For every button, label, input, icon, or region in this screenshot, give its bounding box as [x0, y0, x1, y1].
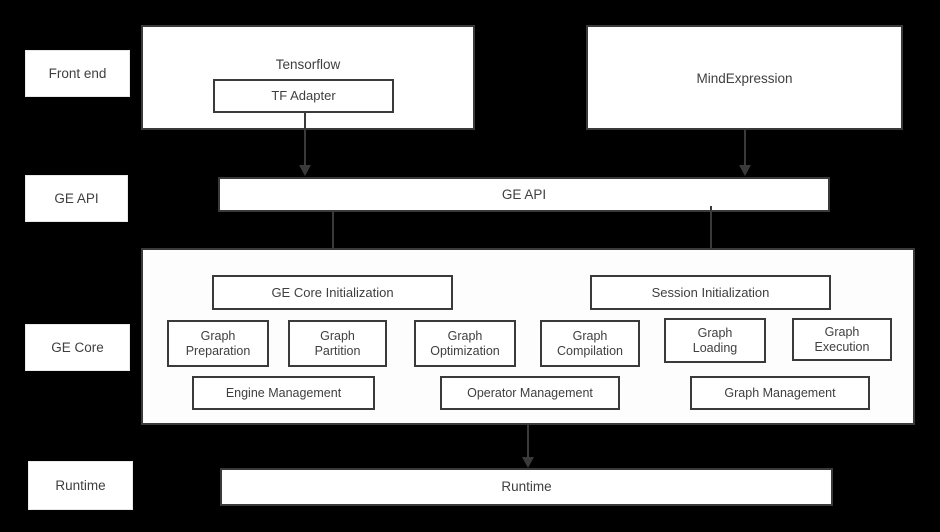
- session-initialization-box: Session Initialization: [590, 275, 831, 310]
- engine-management-box: Engine Management: [192, 376, 375, 410]
- graph-loading-label: Graph Loading: [692, 325, 738, 355]
- mindexpression-container: MindExpression: [586, 25, 903, 130]
- engine-management-label: Engine Management: [225, 385, 342, 400]
- tensorflow-label: Tensorflow: [275, 57, 341, 72]
- stage-label-ge-core: GE Core: [25, 324, 130, 371]
- stage-label-runtime: Runtime: [28, 461, 133, 510]
- ge-core-initialization-label: GE Core Initialization: [271, 284, 394, 300]
- session-initialization-label: Session Initialization: [651, 284, 770, 300]
- graph-optimization-box: Graph Optimization: [414, 320, 516, 367]
- stage-label-front-end-text: Front end: [48, 65, 107, 81]
- ge-api-bar: GE API: [218, 177, 830, 212]
- mindexpression-label: MindExpression: [696, 71, 793, 86]
- stage-label-ge-core-text: GE Core: [51, 339, 104, 355]
- graph-preparation-label: Graph Preparation: [185, 328, 251, 358]
- tf-adapter-box: TF Adapter: [213, 79, 394, 113]
- graph-partition-box: Graph Partition: [288, 320, 387, 367]
- tensorflow-container: Tensorflow: [141, 25, 475, 130]
- graph-management-label: Graph Management: [724, 385, 836, 400]
- graph-execution-label: Graph Execution: [814, 324, 870, 354]
- graph-execution-box: Graph Execution: [792, 318, 892, 361]
- ge-core-initialization-box: GE Core Initialization: [212, 275, 453, 310]
- ge-api-bar-label: GE API: [501, 186, 547, 202]
- graph-preparation-box: Graph Preparation: [167, 320, 269, 367]
- graph-management-box: Graph Management: [690, 376, 870, 410]
- graph-compilation-box: Graph Compilation: [540, 320, 640, 367]
- stage-label-ge-api-text: GE API: [54, 190, 99, 206]
- stage-label-runtime-text: Runtime: [55, 477, 106, 493]
- graph-optimization-label: Graph Optimization: [430, 328, 500, 358]
- stage-label-front-end: Front end: [25, 50, 130, 97]
- runtime-bar: Runtime: [220, 468, 833, 506]
- graph-partition-label: Graph Partition: [314, 328, 361, 358]
- runtime-bar-label: Runtime: [501, 479, 552, 495]
- operator-management-label: Operator Management: [467, 385, 593, 400]
- stage-label-ge-api: GE API: [25, 175, 128, 222]
- graph-loading-box: Graph Loading: [664, 318, 766, 363]
- tf-adapter-label: TF Adapter: [271, 88, 336, 104]
- graph-compilation-label: Graph Compilation: [556, 328, 623, 358]
- operator-management-box: Operator Management: [440, 376, 620, 410]
